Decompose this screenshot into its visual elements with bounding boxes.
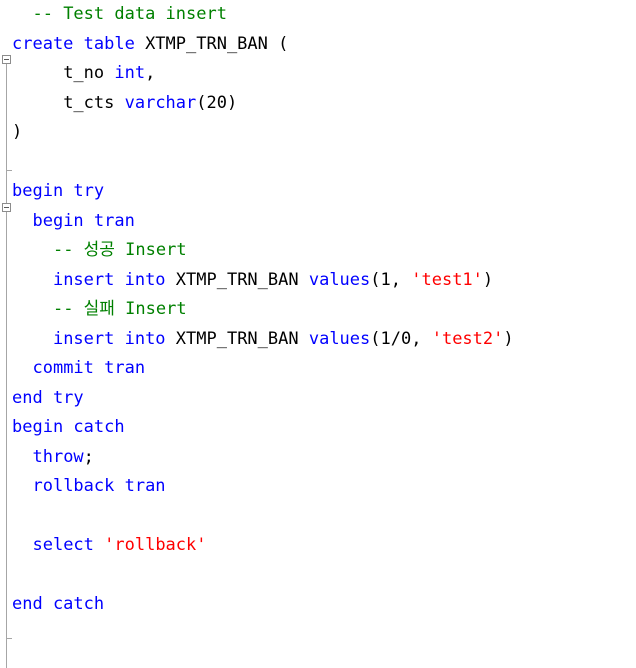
code-token-pun: ; — [83, 446, 94, 467]
code-line[interactable]: t_no int, — [0, 59, 636, 89]
gutter-guide-line — [6, 638, 7, 668]
code-token-pun — [12, 535, 32, 555]
code-line[interactable]: begin try — [0, 177, 636, 207]
fold-region-line — [6, 64, 7, 170]
code-token-kw: end try — [12, 387, 84, 408]
code-token-pun: ) — [503, 328, 514, 349]
code-token-kw: commit tran — [32, 358, 146, 378]
code-token-kw: end catch — [12, 594, 105, 614]
code-line[interactable]: begin catch — [0, 413, 636, 443]
fold-region-end-tick — [6, 170, 12, 171]
code-token-pun: ) — [227, 92, 238, 113]
code-token-pun: , — [411, 328, 432, 349]
code-line[interactable]: begin tran — [0, 207, 636, 237]
code-token-cmt: -- 성공 Insert — [52, 240, 187, 260]
gutter-guide-line — [6, 170, 7, 203]
code-token-pun: , — [390, 269, 412, 290]
code-line[interactable] — [0, 148, 636, 178]
code-token-str: 'test2' — [431, 328, 504, 349]
code-token-str: 'test1' — [411, 269, 483, 290]
code-line[interactable]: t_cts varchar(20) — [0, 89, 636, 119]
code-token-pun — [12, 211, 32, 231]
code-token-id: t_no — [63, 63, 115, 83]
code-token-kw: begin try — [12, 181, 105, 201]
code-token-kw: int — [114, 63, 146, 83]
code-token-kw: begin tran — [32, 210, 135, 231]
code-line[interactable]: insert into XTMP_TRN_BAN values(1, 'test… — [0, 266, 636, 296]
folding-gutter — [0, 0, 22, 668]
fold-toggle-icon[interactable] — [2, 55, 11, 64]
code-token-kw: begin catch — [12, 417, 125, 437]
code-token-kw: varchar — [124, 92, 197, 113]
code-line[interactable]: -- 성공 Insert — [0, 236, 636, 266]
code-token-pun: , — [145, 63, 156, 83]
code-line[interactable]: rollback tran — [0, 472, 636, 502]
code-token-kw: throw — [32, 446, 84, 467]
code-token-pun: ( — [196, 92, 207, 113]
code-line[interactable]: commit tran — [0, 354, 636, 384]
code-line[interactable]: -- Test data insert — [0, 0, 636, 30]
code-token-kw: select — [32, 535, 105, 555]
code-token-id: XTMP_TRN_BAN — [145, 33, 279, 54]
code-token-num: 1 — [380, 269, 391, 290]
fold-region-line — [6, 212, 7, 638]
code-token-pun: ( — [278, 33, 289, 54]
code-line[interactable] — [0, 561, 636, 591]
code-line[interactable]: create table XTMP_TRN_BAN ( — [0, 30, 636, 60]
code-line[interactable]: insert into XTMP_TRN_BAN values(1/0, 'te… — [0, 325, 636, 355]
code-token-pun — [12, 476, 32, 496]
code-token-id: t_cts — [63, 92, 125, 113]
code-token-cmt: -- Test data insert — [32, 4, 227, 24]
code-token-pun — [12, 447, 32, 467]
code-line[interactable]: select 'rollback' — [0, 531, 636, 561]
fold-toggle-icon[interactable] — [2, 203, 11, 212]
fold-region-end-tick — [6, 638, 12, 639]
code-token-id: XTMP_TRN_BAN — [175, 269, 309, 290]
code-token-pun: ( — [370, 269, 381, 290]
code-line[interactable]: -- 실패 Insert — [0, 295, 636, 325]
code-token-kw: insert into — [52, 269, 176, 290]
code-line[interactable]: throw; — [0, 443, 636, 473]
code-token-id: XTMP_TRN_BAN — [175, 328, 309, 349]
code-line[interactable]: ) — [0, 118, 636, 148]
code-token-cmt: -- 실패 Insert — [52, 299, 187, 319]
code-token-num: 20 — [206, 92, 227, 113]
code-token-pun — [12, 240, 53, 260]
code-token-num: 1/0 — [380, 328, 412, 349]
code-line[interactable]: end try — [0, 384, 636, 414]
code-token-pun — [12, 270, 53, 290]
code-token-kw: values — [308, 328, 371, 349]
code-token-pun — [12, 93, 63, 113]
code-token-pun — [12, 4, 32, 24]
code-token-pun — [12, 299, 53, 319]
code-token-kw: values — [308, 269, 371, 290]
code-token-pun — [12, 63, 63, 83]
code-token-pun: ( — [370, 328, 381, 349]
code-token-kw: rollback tran — [32, 476, 166, 496]
code-token-str: 'rollback' — [104, 535, 207, 555]
code-line[interactable]: end catch — [0, 590, 636, 620]
code-token-kw: insert into — [52, 328, 176, 349]
code-token-pun — [12, 358, 32, 378]
code-token-pun: ) — [482, 269, 494, 290]
code-line[interactable] — [0, 502, 636, 532]
code-token-pun — [12, 329, 53, 349]
code-token-kw: create table — [12, 33, 146, 54]
code-token-pun: ) — [12, 122, 23, 142]
